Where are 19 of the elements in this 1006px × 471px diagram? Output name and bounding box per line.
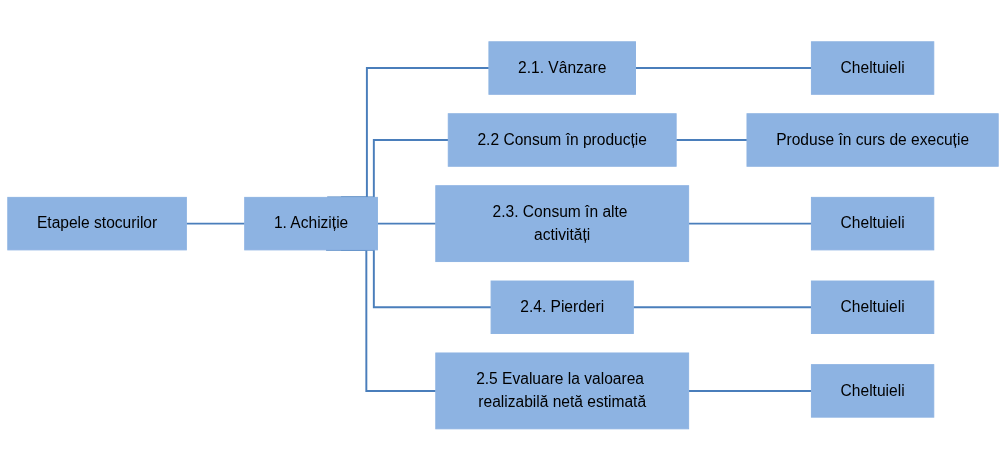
connector: [185, 222, 246, 225]
connector: [687, 222, 813, 225]
node-box: 2.3. Consum în alte activități: [435, 185, 690, 263]
node-box: Cheltuieli: [810, 41, 935, 95]
connector: [675, 139, 748, 142]
node-box: 2.5 Evaluare la valoarea realizabilă netă estimată: [435, 352, 690, 430]
connector: [632, 306, 813, 309]
connector: [376, 222, 437, 225]
node-box: 2.4. Pierderi: [490, 280, 634, 335]
node-box: 1. Achiziție: [244, 197, 378, 251]
connector: [687, 390, 813, 393]
node-box: Cheltuieli: [810, 364, 935, 418]
node-box: Cheltuieli: [810, 280, 935, 335]
node-box: Produse în curs de execuție: [746, 113, 999, 167]
node-box: Etapele stocurilor: [7, 197, 187, 251]
node-box: 2.1. Vânzare: [488, 41, 636, 95]
connector: [634, 67, 813, 70]
node-box: Cheltuieli: [810, 197, 935, 251]
node-box: 2.2 Consum în producție: [447, 113, 677, 167]
